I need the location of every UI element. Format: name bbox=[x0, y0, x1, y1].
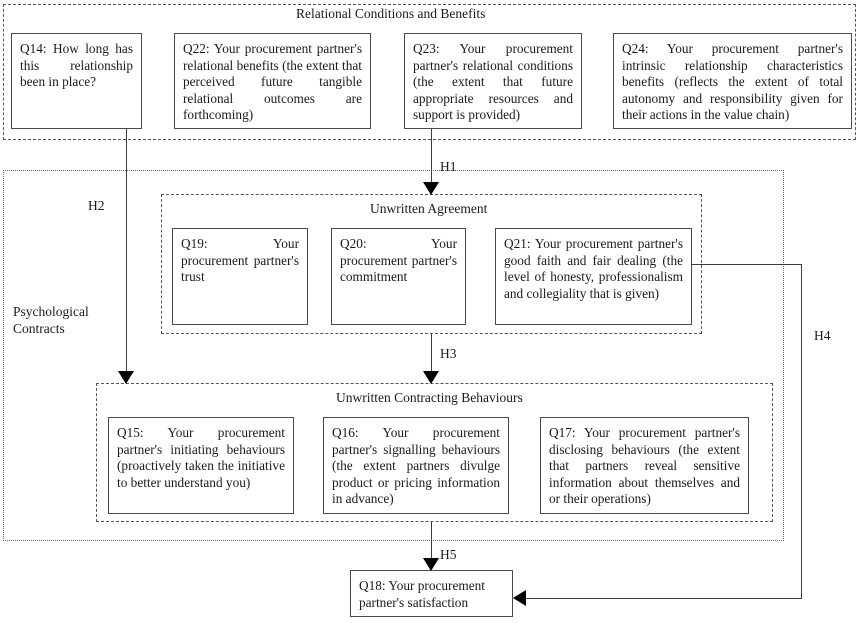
connector-h1-arrowhead bbox=[423, 182, 439, 195]
label-h2: H2 bbox=[88, 198, 105, 213]
group-unwritten-behaviours-title: Unwritten Contracting Behaviours bbox=[336, 390, 523, 405]
group-relational-title: Relational Conditions and Benefits bbox=[296, 6, 486, 21]
box-q20: Q20: Your procurement partner's commitme… bbox=[331, 228, 466, 325]
connector-h2-line bbox=[126, 129, 127, 372]
connector-h3-arrowhead bbox=[423, 371, 439, 384]
box-q22: Q22: Your procurement partner's relation… bbox=[174, 33, 371, 129]
label-h3: H3 bbox=[440, 346, 457, 361]
connector-h2-arrowhead bbox=[118, 371, 134, 384]
connector-h4-arrowhead bbox=[513, 590, 526, 606]
group-relational-conditions-and-benefits bbox=[3, 4, 856, 140]
box-q18: Q18: Your procurement partner's satisfac… bbox=[350, 570, 513, 617]
connector-h4-segment-bottom bbox=[526, 598, 802, 599]
group-psychological-title: Psychological Contracts bbox=[13, 304, 89, 336]
box-q16: Q16: Your procurement partner's signalli… bbox=[323, 417, 509, 514]
connector-h3-line bbox=[431, 334, 432, 372]
box-q24: Q24: Your procurement partner's intrinsi… bbox=[613, 33, 852, 129]
label-h4: H4 bbox=[814, 328, 831, 343]
group-unwritten-agreement-title: Unwritten Agreement bbox=[370, 201, 488, 216]
group-psychological-contracts bbox=[3, 170, 784, 541]
box-q21: Q21: Your procurement partner's good fai… bbox=[495, 228, 692, 325]
label-h5: H5 bbox=[440, 547, 457, 562]
box-q19: Q19: Your procurement partner's trust bbox=[172, 228, 308, 325]
box-q17: Q17: Your procurement partner's disclosi… bbox=[540, 417, 749, 514]
connector-h4-segment-right bbox=[801, 264, 802, 599]
connector-h5-arrowhead bbox=[423, 558, 439, 571]
label-h1: H1 bbox=[440, 159, 457, 174]
box-q14: Q14: How long has this relationship been… bbox=[11, 33, 142, 129]
box-q15: Q15: Your procurement partner's initiati… bbox=[108, 417, 294, 514]
connector-h1-line bbox=[431, 129, 432, 183]
box-q23: Q23: Your procurement partner's relation… bbox=[404, 33, 582, 129]
connector-h5-line bbox=[431, 522, 432, 559]
connector-h4-segment-top bbox=[692, 264, 802, 265]
